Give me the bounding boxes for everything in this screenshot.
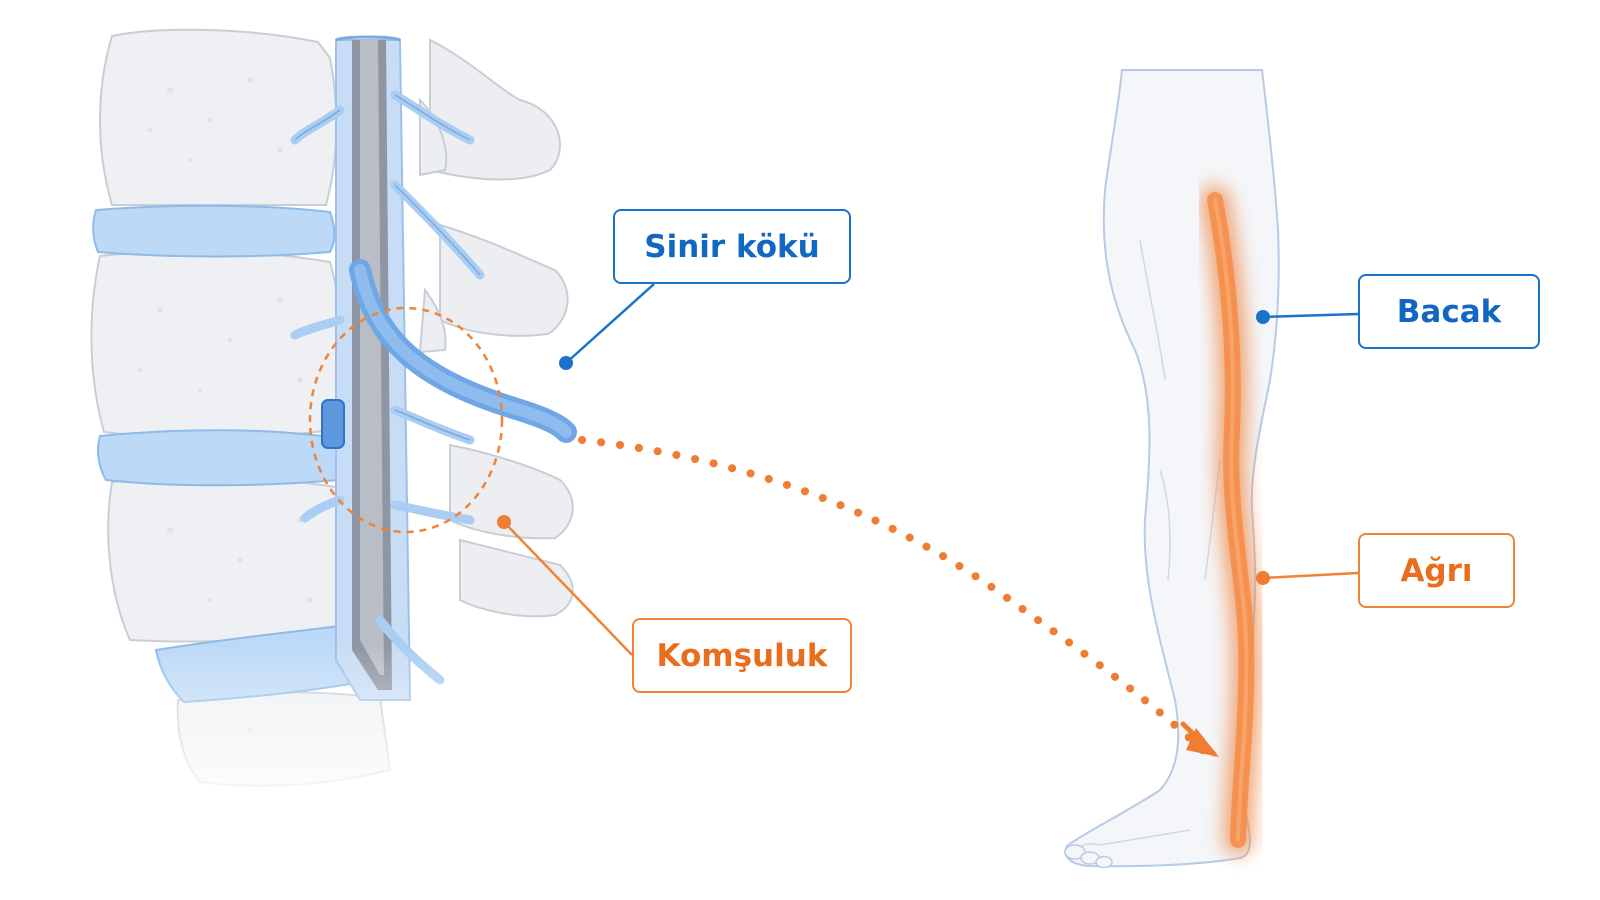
leg-illustration (1064, 69, 1280, 869)
label-nerve-root: Sinir kökü (613, 209, 851, 284)
leg-anatomy-lines (1074, 239, 1221, 851)
leader-line-leg (1256, 310, 1359, 324)
label-leg: Bacak (1358, 274, 1540, 349)
pain-path-dotted-arrow (578, 436, 1212, 759)
leader-line-pain (1256, 571, 1359, 585)
proximity-dashed-circle (308, 306, 504, 534)
label-pain: Ağrı (1358, 533, 1515, 608)
label-proximity: Komşuluk (632, 618, 852, 693)
leader-line-nerve-root (559, 283, 655, 370)
spine-illustration (80, 20, 600, 820)
foot-toes (1064, 844, 1113, 869)
leader-line-proximity (497, 515, 633, 656)
